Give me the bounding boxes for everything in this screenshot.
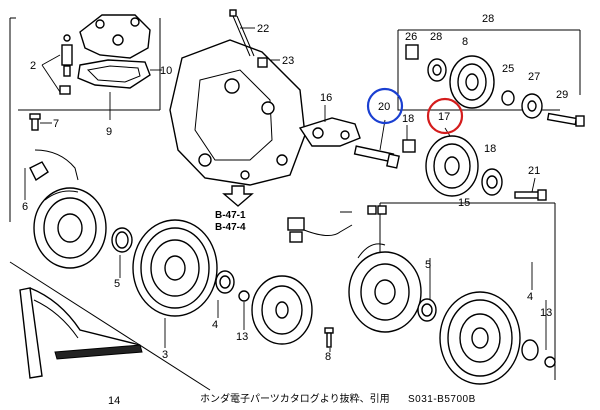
group-frames	[9, 17, 581, 391]
washer-part-27	[521, 93, 543, 119]
washer-part-26	[405, 44, 419, 60]
callout-29: 29	[556, 89, 568, 101]
nut-right	[544, 356, 556, 368]
spacer-part-28a	[427, 58, 447, 82]
shim-left	[215, 270, 235, 294]
callout-17: 17	[438, 111, 450, 123]
callout-8-lower: 8	[325, 351, 331, 363]
compressor-mount-bracket	[169, 39, 306, 186]
clip-part-25	[501, 90, 515, 106]
callout-5-left: 5	[114, 278, 120, 290]
callout-18b: 18	[484, 143, 496, 155]
callout-10: 10	[160, 65, 172, 77]
callout-28: 28	[482, 13, 494, 25]
callout-14: 14	[108, 395, 120, 407]
callout-22: 22	[257, 23, 269, 35]
arrow-to-reference	[222, 185, 254, 207]
nut-part-23	[257, 57, 268, 68]
footer-code: S031-B5700B	[408, 394, 476, 405]
bolt-part-29	[546, 112, 585, 127]
callout-2: 2	[30, 60, 36, 72]
reference-line-2: B-47-4	[215, 222, 246, 233]
callout-5-right: 5	[425, 259, 431, 271]
callout-4-right: 4	[527, 291, 533, 303]
callout-26: 26	[405, 31, 417, 43]
reference-line-1: B-47-1	[215, 210, 246, 221]
callout-23: 23	[282, 55, 294, 67]
field-coil-right	[348, 243, 422, 333]
callout-18: 18	[402, 113, 414, 125]
idler-pulley-upper	[449, 55, 495, 109]
callout-27: 27	[528, 71, 540, 83]
connector-harness	[287, 205, 387, 243]
callout-4-left: 4	[212, 319, 218, 331]
tensioner-arm-16	[298, 117, 361, 147]
callout-21: 21	[528, 165, 540, 177]
clip-part-6	[24, 149, 79, 200]
highlight-circle-17	[426, 97, 464, 135]
callout-13-right: 13	[540, 307, 552, 319]
nut-left	[238, 290, 250, 302]
idler-pulley-17	[425, 135, 479, 197]
callout-8: 8	[462, 36, 468, 48]
callout-9: 9	[106, 126, 112, 138]
armature-plate-left	[251, 275, 313, 345]
callout-15: 15	[458, 197, 470, 209]
callout-16: 16	[320, 92, 332, 104]
bolt-part-22	[229, 9, 255, 57]
callout-28b: 28	[430, 31, 442, 43]
bolt-part-7	[29, 113, 52, 131]
footer-credit: ホンダ電子パーツカタログより抜粋、引用	[200, 392, 390, 405]
adjust-bolt-20	[353, 145, 400, 169]
callout-labels: 22 23 2 10 9 7 6 16 20 18 17 28 26 28 8 …	[22, 13, 568, 407]
snap-ring-left	[111, 227, 133, 253]
snap-ring-right	[417, 298, 437, 322]
shim-right	[521, 339, 539, 361]
bearing-cover	[481, 168, 503, 196]
pulley-right	[439, 291, 521, 385]
bracket-part-9	[77, 14, 162, 89]
callout-20: 20	[378, 101, 390, 113]
callout-3: 3	[162, 349, 168, 361]
bolt-part-21	[514, 189, 547, 201]
bolt-lower-8	[324, 327, 334, 348]
sensor-part-2	[41, 34, 73, 95]
nut-part-18	[402, 139, 416, 153]
drive-belt-14	[19, 287, 143, 379]
callout-13-left: 13	[236, 331, 248, 343]
leader-lines	[119, 27, 547, 352]
callout-6: 6	[22, 201, 28, 213]
highlight-circle-20	[366, 87, 404, 125]
callout-25: 25	[502, 63, 514, 75]
pulley-left	[132, 219, 218, 317]
callout-7: 7	[53, 118, 59, 130]
field-coil-left	[33, 187, 107, 269]
